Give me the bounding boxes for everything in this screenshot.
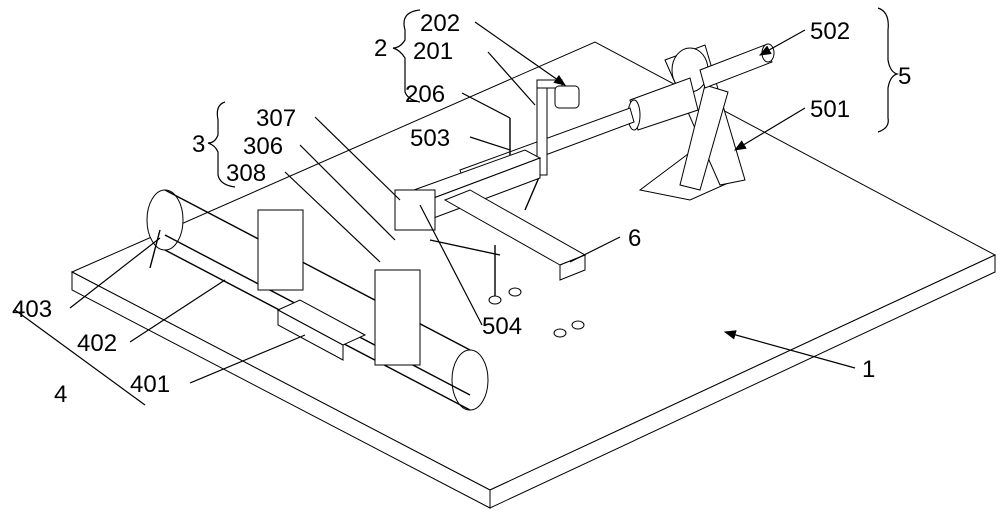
label-403: 403 [12, 296, 52, 323]
label-5: 5 [898, 63, 911, 90]
label-401: 401 [130, 371, 170, 398]
label-501: 501 [810, 96, 850, 123]
label-307: 307 [256, 105, 296, 132]
base-plate [72, 42, 995, 508]
label-502: 502 [810, 18, 850, 45]
label-202: 202 [420, 10, 460, 37]
label-4: 4 [54, 381, 67, 408]
label-503: 503 [410, 125, 450, 152]
label-306: 306 [243, 133, 283, 160]
label-1: 1 [862, 356, 875, 383]
label-201: 201 [413, 38, 453, 65]
label-308: 308 [226, 160, 266, 187]
label-206: 206 [405, 81, 445, 108]
label-504: 504 [482, 313, 522, 340]
label-3: 3 [192, 131, 205, 158]
label-6: 6 [628, 225, 641, 252]
label-2: 2 [374, 35, 387, 62]
label-402: 402 [77, 330, 117, 357]
